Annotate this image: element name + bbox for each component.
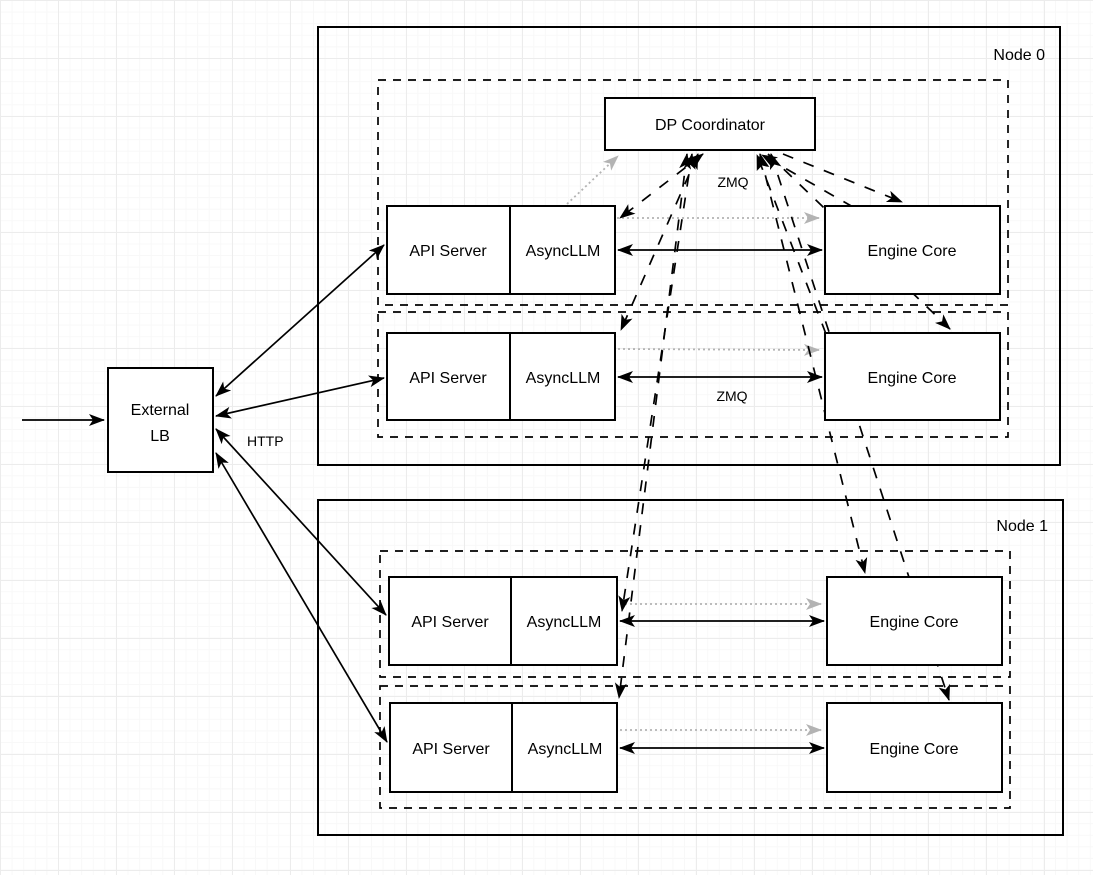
- asyncllm-label: AsyncLLM: [526, 243, 601, 260]
- api-server-label: API Server: [412, 741, 490, 758]
- api-server-label: API Server: [411, 614, 489, 631]
- api-async-box: [388, 576, 618, 666]
- coordinator-arrow-async-node1-row1: [618, 153, 696, 612]
- zmq-coordinator-label: ZMQ: [717, 174, 748, 190]
- http-arrow-node0-row1: [215, 244, 385, 397]
- engine-core-label: Engine Core: [870, 614, 959, 631]
- http-arrow-node1-row1: [215, 428, 387, 616]
- asyncllm-label: AsyncLLM: [526, 370, 601, 387]
- engine-core-box: [826, 702, 1003, 793]
- engine-core-box: [824, 332, 1001, 421]
- dotted-arrow-node0-row2: [617, 343, 820, 356]
- node1-rank1-dashed-box: [379, 685, 1011, 809]
- external-lb-label-line2: LB: [150, 428, 170, 445]
- coordinator-arrow-async-node1-row2: [614, 153, 692, 699]
- engine-core-box: [824, 205, 1001, 295]
- node1-label: Node 1: [996, 518, 1048, 535]
- asyncllm-label: AsyncLLM: [528, 741, 603, 758]
- node0-rank0-dashed-box: [377, 79, 1009, 306]
- node1-rank0-dashed-box: [379, 550, 1011, 678]
- engine-core-label: Engine Core: [870, 741, 959, 758]
- external-lb-label-line1: External: [131, 402, 190, 419]
- engine-core-label: Engine Core: [868, 243, 957, 260]
- api-async-box: [386, 332, 616, 421]
- node0-rank1-dashed-box: [377, 311, 1009, 438]
- external-lb-box: [107, 367, 214, 473]
- api-async-box: [389, 702, 618, 793]
- coordinator-arrow-engine-node0-row1-down: [782, 153, 903, 203]
- http-arrow-node0-row2: [215, 375, 385, 419]
- node0-container: [317, 26, 1061, 466]
- dp-coordinator-label: DP Coordinator: [655, 117, 766, 134]
- dp-coordinator-box: [604, 97, 816, 151]
- http-arrow-node1-row2: [215, 452, 388, 743]
- coordinator-arrow-engine-node0-row1-up: [761, 154, 854, 208]
- coordinator-arrow-engine-node1-row2: [769, 153, 951, 701]
- dotted-arrow-async-to-coordinator: [566, 155, 619, 205]
- engine-core-box: [826, 576, 1003, 666]
- node1-container: [317, 499, 1064, 836]
- zmq-engine-label: ZMQ: [716, 388, 747, 404]
- http-label: HTTP: [247, 433, 284, 449]
- coordinator-arrow-async-node0-row2: [620, 153, 699, 331]
- asyncllm-label: AsyncLLM: [527, 614, 602, 631]
- api-server-label: API Server: [409, 370, 487, 387]
- api-server-label: API Server: [409, 243, 487, 260]
- engine-core-label: Engine Core: [868, 370, 957, 387]
- api-async-box: [386, 205, 616, 295]
- node0-label: Node 0: [993, 47, 1045, 64]
